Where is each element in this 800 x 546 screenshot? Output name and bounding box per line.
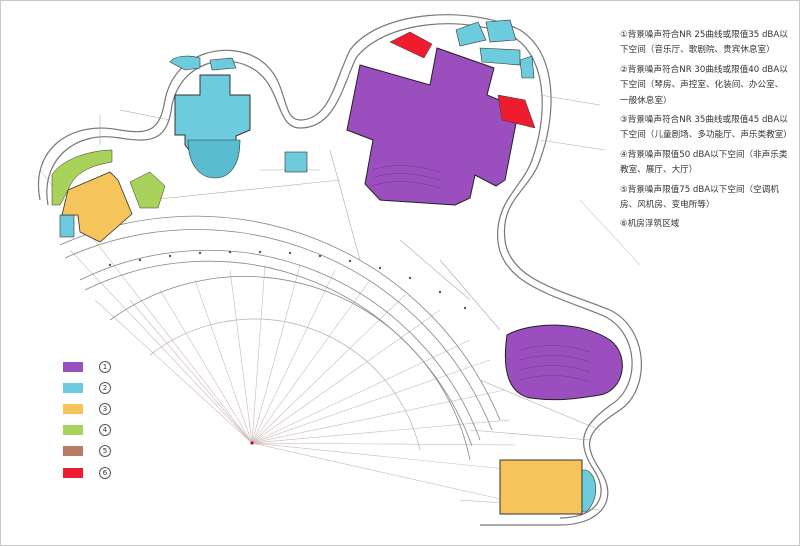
legend-swatch-cyan [63,382,83,393]
color-legend: 1 2 3 4 5 6 [63,356,111,483]
note-6: ⑥机房浮筑区域 [620,219,680,230]
noise-criteria-notes: ①背景噪声符合NR 25曲线或限值35 dBA以下空间（音乐厅、歌剧院、贵宾休息… [620,28,792,237]
legend-number: 5 [99,445,111,458]
legend-item-1: 1 [63,356,111,377]
legend-swatch-green [63,425,83,436]
note-1: ①背景噪声符合NR 25曲线或限值35 dBA以下空间（音乐厅、歌剧院、贵宾休息… [620,30,788,56]
legend-item-2: 2 [63,377,111,398]
building-outline [37,14,642,526]
legend-number: 1 [99,360,111,373]
legend-item-3: 3 [63,398,111,419]
zone-4-areas [51,149,166,209]
note-3: ③背景噪声符合NR 35曲线或限值45 dBA以下空间（儿童剧场、多功能厅、声乐… [620,115,792,141]
note-4: ④背景噪声限值50 dBA以下空间（非声乐类教室、展厅、大厅） [620,149,788,176]
legend-item-4: 4 [63,420,111,441]
legend-swatch-yellow [63,403,83,414]
fan-center-point [250,441,254,445]
legend-number: 2 [99,381,111,394]
column-markers [108,250,467,310]
seating-rows [371,165,591,383]
zone-3-areas [61,171,583,515]
legend-swatch-purple [63,361,83,372]
note-2: ②背景噪声符合NR 30曲线或限值40 dBA以下空间（琴房、声控室、化装间、办… [620,64,788,106]
legend-number: 6 [99,466,111,479]
radial-grid-lines [39,169,516,501]
legend-number: 3 [99,402,111,415]
zone-6-areas [389,31,536,129]
legend-swatch-red [63,467,83,478]
legend-item-6: 6 [63,462,111,483]
legend-item-5: 5 [63,441,111,462]
legend-number: 4 [99,424,111,437]
arc-walkways [59,215,501,461]
legend-swatch-brown [63,446,83,457]
zone-2-areas [59,19,597,513]
note-5: ⑤背景噪声限值75 dBA以下空间（空调机房、风机房、变电所等） [620,184,779,211]
